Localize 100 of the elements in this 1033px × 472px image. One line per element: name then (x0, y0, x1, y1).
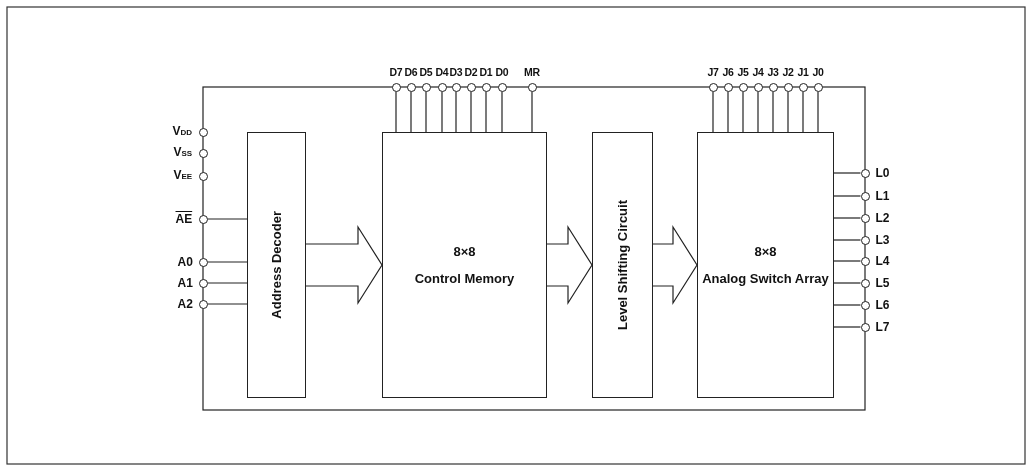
signal-line (455, 90, 457, 133)
pin-label: L4 (875, 254, 890, 268)
signal-line (833, 239, 862, 241)
pin-label: D7 (389, 64, 403, 79)
pin-label: J0 (812, 64, 824, 79)
signal-line (802, 90, 804, 133)
pin-label: L7 (875, 320, 890, 334)
pin-circle (860, 256, 870, 266)
pin-label: D2 (464, 64, 478, 79)
pin-circle (813, 82, 823, 92)
signal-line (817, 90, 819, 133)
pin-label: J4 (752, 64, 764, 79)
pin-label: L1 (875, 189, 890, 203)
signal-line (206, 303, 248, 305)
pin-label: L0 (875, 166, 890, 180)
pin-circle (768, 82, 778, 92)
pin-label: L6 (875, 298, 890, 312)
pin-circle (753, 82, 763, 92)
signal-line (833, 260, 862, 262)
pin-circle (198, 171, 208, 181)
signal-line (742, 90, 744, 133)
pin-label: J6 (722, 64, 734, 79)
signal-line (206, 261, 248, 263)
pin-circle (783, 82, 793, 92)
pin-circle (198, 299, 208, 309)
function-block (382, 132, 547, 398)
pin-circle (860, 322, 870, 332)
pin-circle (708, 82, 718, 92)
pin-label: J2 (782, 64, 794, 79)
pin-label: J3 (767, 64, 779, 79)
pin-label: D3 (449, 64, 463, 79)
signal-line (772, 90, 774, 133)
pin-label: L5 (875, 276, 890, 290)
bus-arrow (546, 224, 593, 306)
pin-label: D1 (479, 64, 493, 79)
pin-label: A0 (177, 255, 193, 269)
pin-circle (860, 300, 870, 310)
signal-line (833, 282, 862, 284)
signal-line (206, 282, 248, 284)
block-label: Analog Switch Array (702, 271, 829, 286)
pin-circle (466, 82, 476, 92)
pin-circle (391, 82, 401, 92)
block-label: Address Decoder (269, 211, 284, 319)
block-label: 8×8 (754, 244, 777, 259)
pin-circle (451, 82, 461, 92)
pin-circle (527, 82, 537, 92)
pin-label: D6 (404, 64, 418, 79)
signal-line (501, 90, 503, 133)
signal-line (441, 90, 443, 133)
signal-line (727, 90, 729, 133)
pin-circle (860, 168, 870, 178)
function-block (697, 132, 834, 398)
pin-circle (798, 82, 808, 92)
block-label: Control Memory (414, 271, 515, 286)
pin-label: AE (175, 212, 193, 226)
signal-line (410, 90, 412, 133)
pin-circle (198, 214, 208, 224)
pin-label: J7 (707, 64, 719, 79)
signal-line (206, 218, 248, 220)
pin-label: D4 (435, 64, 449, 79)
signal-line (833, 195, 862, 197)
pin-label: D0 (495, 64, 509, 79)
pin-label: L3 (875, 233, 890, 247)
signal-line (833, 172, 862, 174)
pin-label: J1 (797, 64, 809, 79)
pin-circle (738, 82, 748, 92)
signal-line (757, 90, 759, 133)
signal-line (470, 90, 472, 133)
signal-line (787, 90, 789, 133)
circuit-block (247, 132, 306, 398)
pin-label: L2 (875, 211, 890, 225)
pin-circle (481, 82, 491, 92)
block-label: 8×8 (453, 244, 476, 259)
signal-line (833, 304, 862, 306)
pin-label: MR (524, 64, 540, 79)
signal-line (425, 90, 427, 133)
signal-line (833, 217, 862, 219)
pin-circle (198, 127, 208, 137)
pin-circle (406, 82, 416, 92)
signal-line (395, 90, 397, 133)
pin-label: A2 (177, 297, 193, 311)
pin-circle (860, 213, 870, 223)
pin-circle (437, 82, 447, 92)
pin-circle (497, 82, 507, 92)
pin-circle (860, 235, 870, 245)
block-label: Level Shifting Circuit (615, 200, 630, 330)
pin-circle (723, 82, 733, 92)
pin-circle (198, 257, 208, 267)
pin-circle (198, 278, 208, 288)
signal-line (712, 90, 714, 133)
signal-line (485, 90, 487, 133)
bus-arrow (305, 224, 383, 306)
pin-circle (860, 191, 870, 201)
pin-label: D5 (419, 64, 433, 79)
signal-line (833, 326, 862, 328)
circuit-block (592, 132, 653, 398)
pin-circle (421, 82, 431, 92)
pin-circle (198, 148, 208, 158)
pin-circle (860, 278, 870, 288)
pin-label: J5 (737, 64, 749, 79)
